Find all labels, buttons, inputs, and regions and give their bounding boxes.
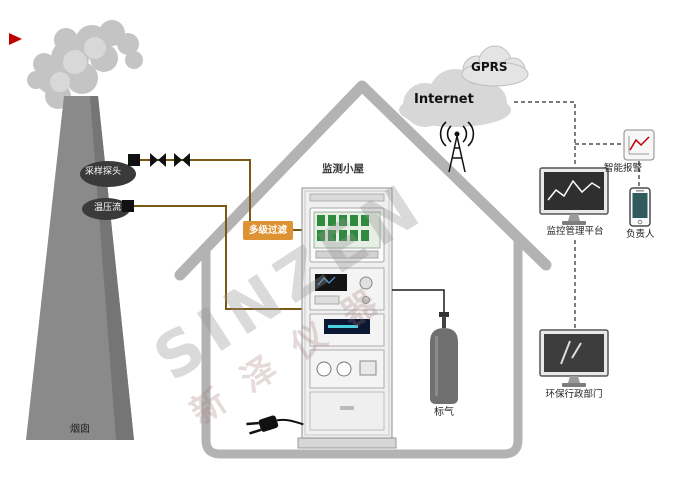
- gprs-cloud-icon: [461, 45, 529, 87]
- analyzer-cabinet-icon: [297, 187, 397, 449]
- platform-monitor-icon: [539, 167, 609, 225]
- internet-label: Internet: [414, 92, 474, 107]
- probe-valve-icons: [122, 153, 190, 212]
- epa-label: 环保行政部门: [545, 389, 603, 400]
- smart-alarm-icon: [623, 129, 655, 161]
- smoke-plume-icon: [27, 20, 143, 109]
- red-logo-icon: [9, 33, 22, 45]
- gas-cylinder-icon: [430, 312, 458, 404]
- antenna-icon: [439, 121, 475, 173]
- standard-gas-label: 标气: [434, 407, 454, 418]
- phone-icon: [629, 187, 651, 227]
- epa-monitor-icon: [539, 329, 609, 387]
- gas-line: [392, 289, 445, 312]
- temp-pressure-flow-label: 温压流: [94, 203, 122, 213]
- multi-stage-filter-box: 多级过滤: [243, 221, 293, 240]
- monitoring-cabin-outline: [174, 80, 552, 459]
- responsible-person-label: 负责人: [626, 229, 655, 240]
- cabin-label: 监测小屋: [322, 163, 364, 175]
- platform-label: 监控管理平台: [546, 226, 604, 237]
- sampling-probe-label: 采样探头: [85, 167, 122, 177]
- chimney-icon: [26, 96, 136, 440]
- internet-cloud-icon: [399, 69, 511, 127]
- chimney-label: 烟囱: [70, 424, 90, 435]
- power-plug-icon: [246, 415, 304, 435]
- gprs-label: GPRS: [471, 60, 508, 74]
- network-dashed-links: [514, 101, 640, 328]
- smart-alarm-label: 智能报警: [604, 163, 643, 174]
